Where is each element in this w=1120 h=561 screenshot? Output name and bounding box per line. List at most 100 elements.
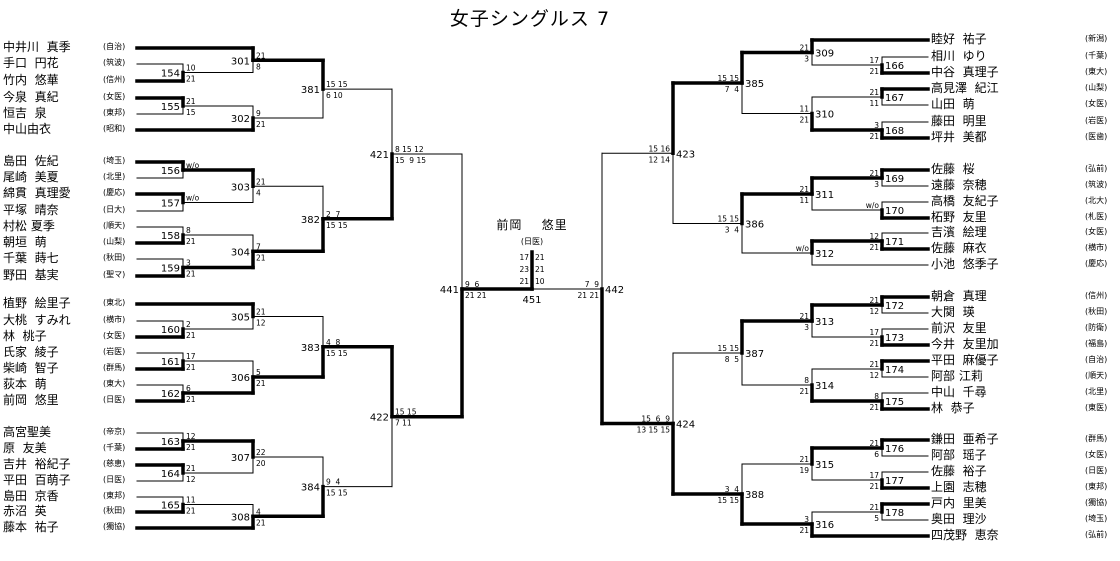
player-name: 島田 京香: [3, 489, 59, 503]
player-name: 奥田 理沙: [931, 512, 987, 526]
match-score-top: 5: [256, 368, 261, 377]
player-school: (信州): [1085, 291, 1108, 300]
player-school: (自治): [103, 42, 126, 51]
player-school: (山梨): [1085, 83, 1108, 92]
match-score-bottom: 15: [186, 108, 196, 117]
player-school: (埼玉): [1085, 514, 1108, 523]
player-name: 今井 友里加: [931, 337, 999, 351]
match-number: 424: [676, 420, 695, 431]
match-score-top: 15 16: [649, 144, 671, 153]
player-name: 前沢 友里: [931, 321, 987, 335]
player-school: (秋田): [103, 253, 126, 262]
match-score-bottom: 19: [799, 466, 809, 475]
match-number: 307: [231, 453, 250, 464]
player-name: 恒吉 泉: [3, 106, 47, 120]
player-school: (北里): [103, 172, 126, 181]
match-number: 315: [815, 460, 834, 471]
match-score-top: 15 15: [718, 74, 740, 83]
champion-school: (日医): [520, 237, 544, 246]
match-score-top: 21: [869, 88, 879, 97]
player-school: (東大): [1085, 67, 1108, 76]
player-name: 阿部 江莉: [931, 369, 983, 383]
player-school: (日大): [103, 205, 126, 214]
match-score-top: 3: [874, 121, 879, 130]
match-score-bottom: 6: [874, 450, 879, 459]
player-name: 四茂野 恵奈: [931, 528, 999, 542]
match-number: 422: [370, 413, 389, 424]
player-name: 竹内 悠華: [3, 73, 59, 87]
player-name: 佐藤 桜: [931, 162, 975, 176]
player-name: 原 友美: [3, 441, 47, 455]
player-name: 朝倉 真理: [931, 289, 987, 303]
match-score-top: 9 4: [326, 478, 341, 487]
match-number: 386: [745, 220, 764, 231]
player-school: (日医): [103, 475, 126, 484]
match-number: 159: [161, 264, 180, 275]
player-school: (帝京): [103, 427, 126, 436]
match-score-bottom: 21: [869, 67, 879, 76]
match-number: 316: [815, 520, 834, 531]
match-score-top: 6: [186, 384, 191, 393]
player-name: 千葉 蒔七: [3, 251, 59, 265]
match-score-bottom: 15 15: [326, 349, 348, 358]
match-score-bottom: 21: [186, 395, 196, 404]
player-school: (昭和): [103, 124, 126, 133]
player-school: (群馬): [103, 363, 126, 372]
match-score-top: w/o: [186, 161, 200, 170]
match-score-bottom: 21: [799, 387, 809, 396]
match-score-bottom: 21: [869, 482, 879, 491]
match-number: 177: [885, 476, 904, 487]
player-school: (東邦): [103, 108, 126, 117]
player-name: 林 恭子: [931, 401, 975, 415]
player-name: 平田 麻優子: [931, 353, 999, 367]
match-number: 383: [301, 343, 320, 354]
match-number: 311: [815, 190, 834, 201]
match-score-top: 21: [799, 312, 809, 321]
player-name: 藤田 明里: [931, 114, 987, 128]
match-score-top: w/o: [796, 244, 810, 253]
match-number: 381: [301, 85, 320, 96]
match-number: 171: [885, 237, 904, 248]
player-name: 高宮聖美: [3, 425, 52, 439]
match-score-top: 21: [186, 97, 196, 106]
player-name: 大関 瑛: [931, 305, 975, 319]
match-score-bottom: 3: [804, 323, 809, 332]
match-score-bottom: 11: [869, 99, 879, 108]
player-school: (筑波): [103, 58, 126, 67]
match-number: 304: [231, 247, 250, 258]
match-number: 170: [885, 206, 904, 217]
player-name: 佐藤 裕子: [931, 464, 987, 478]
player-school: (岩医): [103, 347, 126, 356]
page-title: 女子シングルス 7: [449, 8, 611, 30]
player-name: 大桃 すみれ: [3, 313, 71, 327]
match-number: 308: [231, 512, 250, 523]
player-school: (千葉): [103, 443, 126, 452]
match-number: 158: [161, 231, 180, 242]
player-name: 睦好 祐子: [931, 32, 987, 46]
player-name: 上園 志穂: [931, 480, 987, 494]
player-name: 綿貫 真理愛: [3, 186, 71, 200]
player-school: (秋田): [1085, 307, 1108, 316]
match-score-top: 21: [869, 360, 879, 369]
player-name: 高橋 友紀子: [931, 194, 999, 208]
player-name: 小池 悠季子: [931, 257, 999, 271]
match-score-top: 9 6: [465, 280, 480, 289]
player-school: (防衛): [1085, 323, 1108, 332]
match-number: 164: [161, 469, 180, 480]
player-name: 藤本 祐子: [3, 520, 59, 534]
match-number: 172: [885, 301, 904, 312]
player-name: 柘野 友里: [931, 210, 987, 224]
player-name: 植野 絵里子: [3, 296, 71, 310]
final-game-score-right: 21: [535, 253, 545, 262]
match-score-bottom: 21: [186, 237, 196, 246]
match-number: 178: [885, 508, 904, 519]
match-score-top: 3: [804, 515, 809, 524]
player-school: (筑波): [1085, 180, 1108, 189]
match-score-top: 21: [186, 464, 196, 473]
match-score-bottom: 6 10: [326, 91, 343, 100]
match-score-bottom: 5: [874, 514, 879, 523]
match-score-bottom: 15 9 15: [395, 156, 426, 165]
match-score-bottom: 15 15: [718, 496, 740, 505]
player-school: (北大): [1085, 196, 1108, 205]
match-score-bottom: 21: [186, 363, 196, 372]
